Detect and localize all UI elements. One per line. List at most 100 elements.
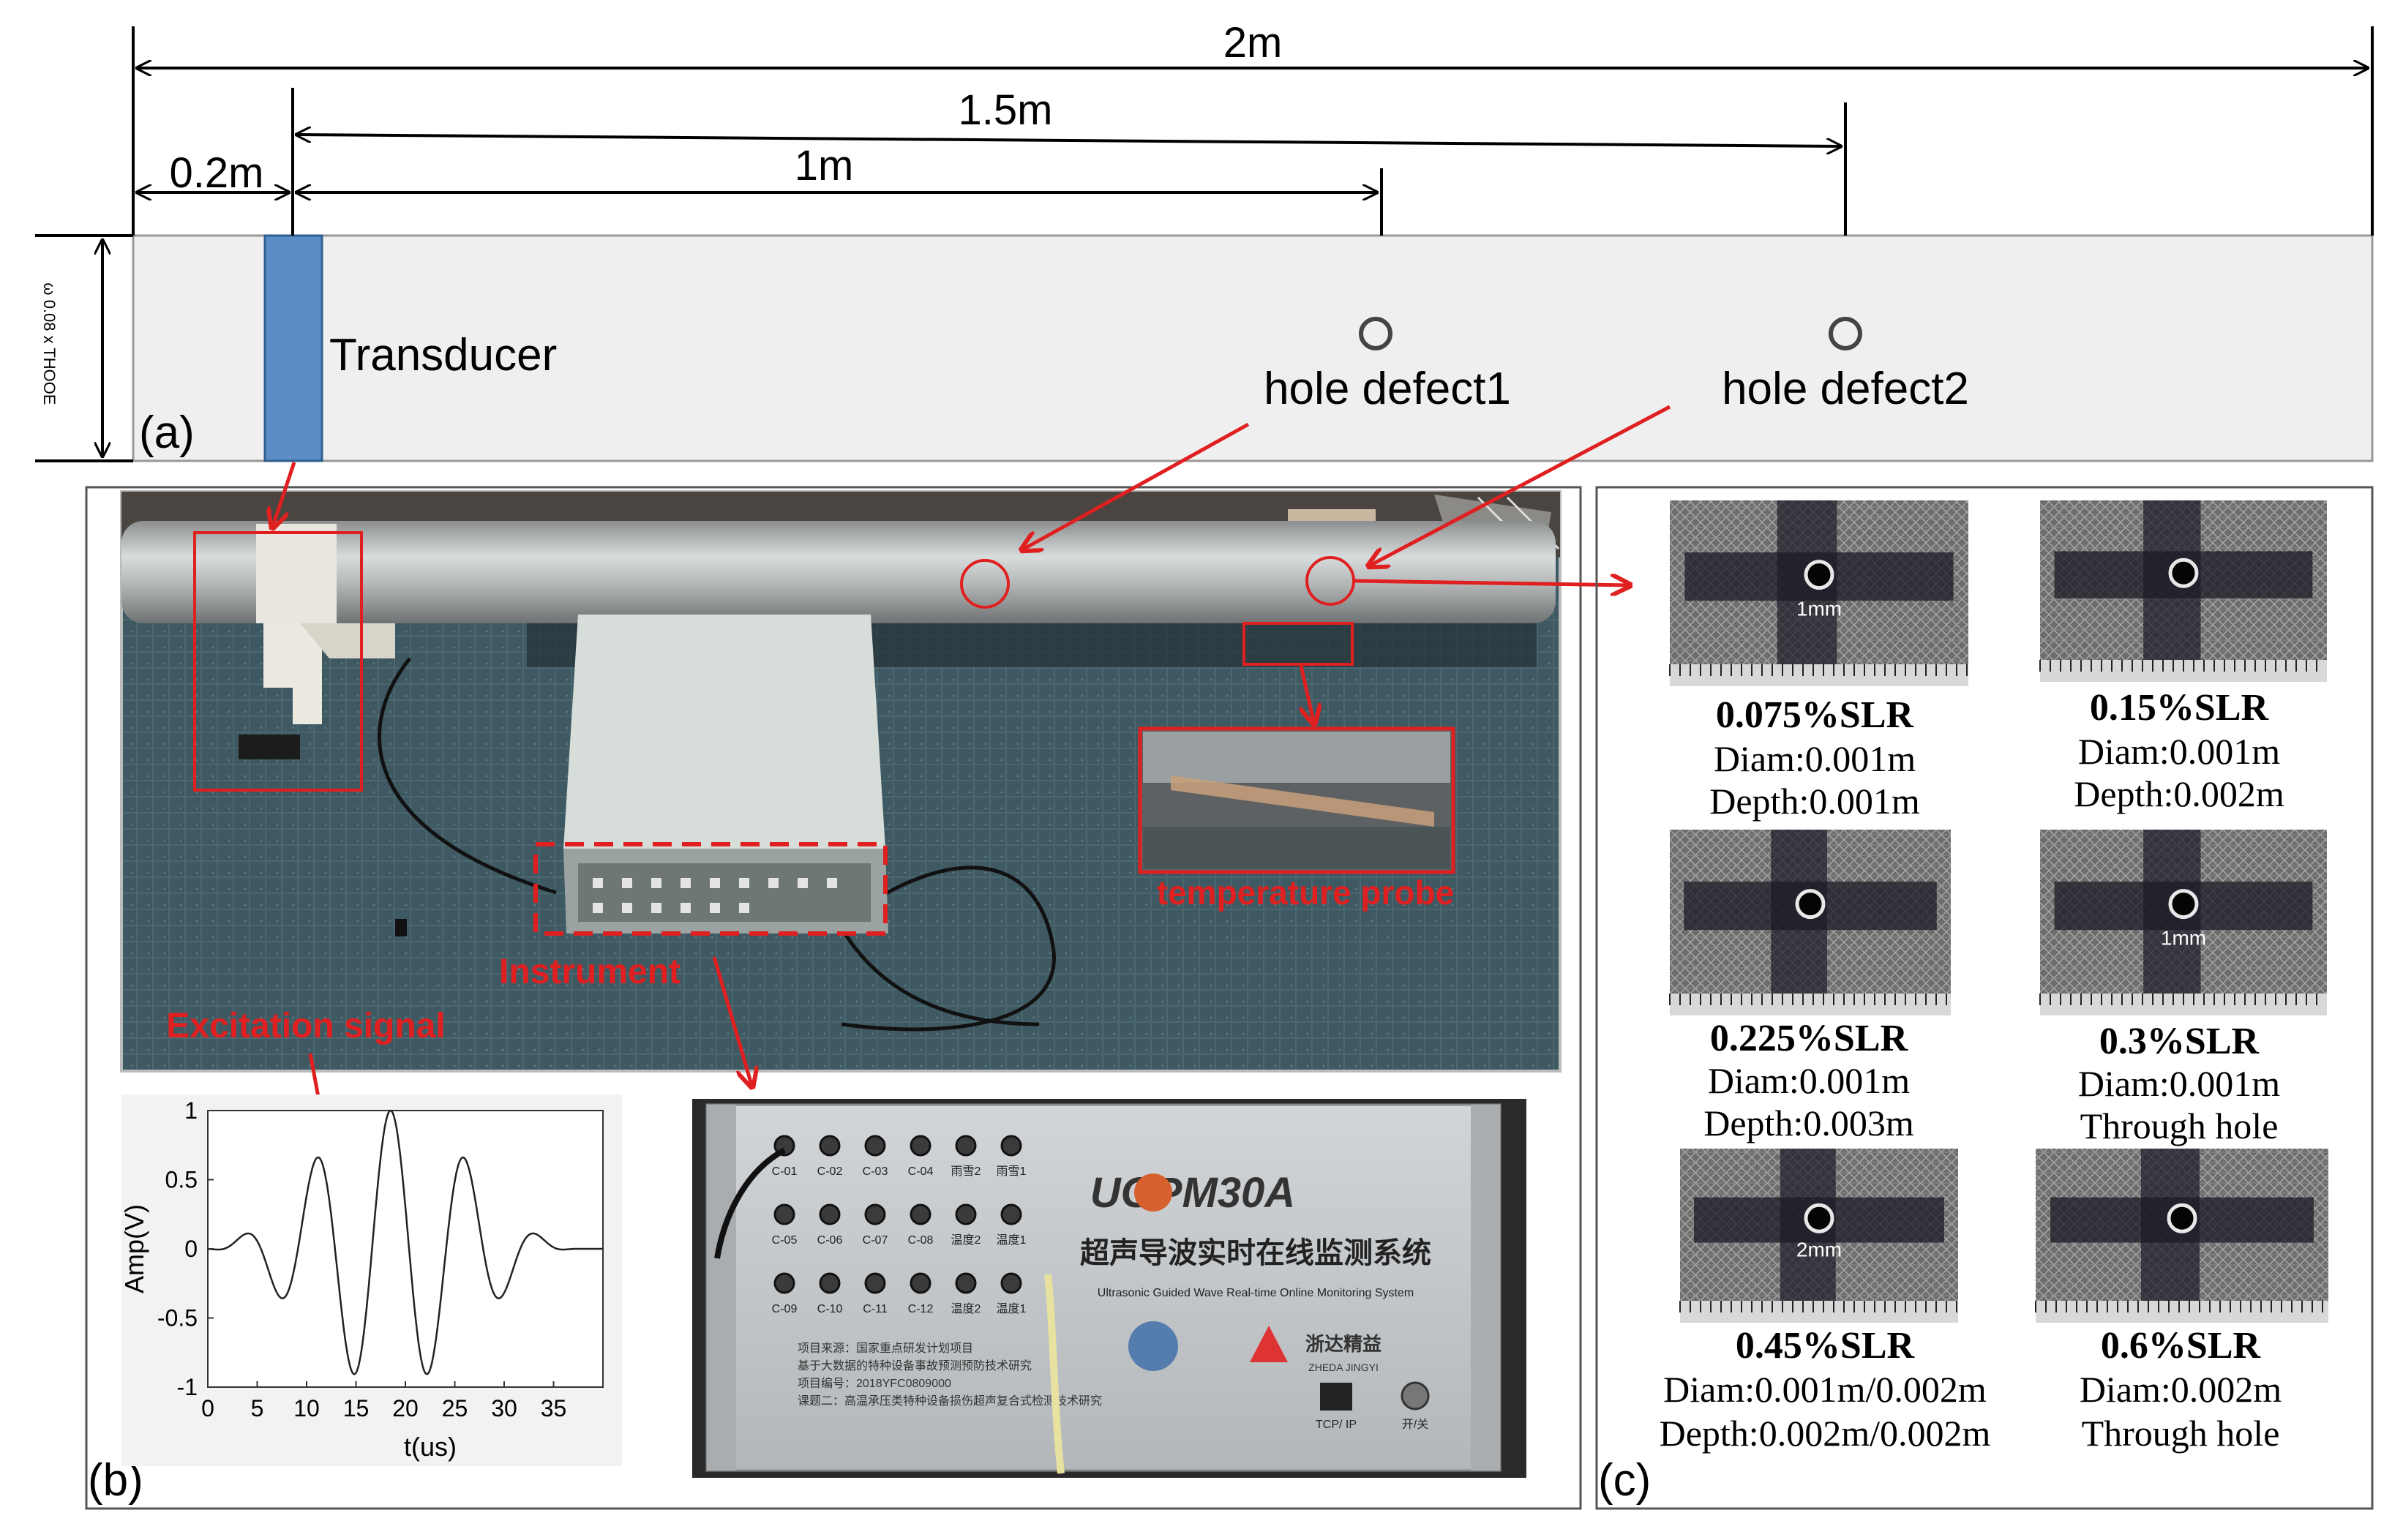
hole-defect-photo: [1804, 560, 1834, 590]
channel-connector[interactable]: [773, 1203, 795, 1225]
maker-name: 浙达精益: [1305, 1333, 1382, 1355]
channel-label: 温度1: [997, 1233, 1027, 1247]
x-tick-label: 15: [343, 1395, 370, 1421]
channel-connector[interactable]: [955, 1272, 977, 1294]
channel-connector[interactable]: [864, 1203, 886, 1225]
depth-label: Through hole: [2082, 1413, 2280, 1454]
temperature-probe-inset: [1138, 726, 1455, 874]
arrow-hole1: [1021, 422, 1250, 550]
channel-label: 雨雪2: [951, 1165, 981, 1178]
device-title-en: Ultrasonic Guided Wave Real-time Online …: [1098, 1287, 1414, 1299]
channel-connector[interactable]: [773, 1272, 795, 1294]
hole-defect2-marker: [1829, 317, 1862, 350]
brand-logo: [1134, 1173, 1172, 1212]
channel-connector[interactable]: [955, 1135, 977, 1157]
channel-connector[interactable]: [910, 1272, 931, 1294]
dim-1-5m-label: 1.5m: [959, 86, 1053, 134]
channel-connector[interactable]: [910, 1203, 931, 1225]
ethernet-port-label: TCP/ IP: [1316, 1419, 1357, 1431]
device-brand: UGPM30A: [1090, 1169, 1295, 1217]
device-info-3: 项目编号：2018YFC0809000: [798, 1377, 951, 1390]
scale-label: 1mm: [2161, 926, 2206, 949]
slr-label: 0.225%SLR: [1710, 1018, 1909, 1059]
channel-label: C-03: [863, 1165, 888, 1178]
arrow-instrument: [712, 956, 752, 1087]
slr-label: 0.075%SLR: [1716, 694, 1915, 736]
channel-connector[interactable]: [864, 1135, 886, 1157]
slr-label: 0.6%SLR: [2101, 1325, 2262, 1367]
channel-connector[interactable]: [819, 1272, 841, 1294]
excitation-signal-label: Excitation signal: [166, 1007, 445, 1045]
device-info-1: 项目来源：国家重点研发计划项目: [798, 1342, 973, 1355]
panel-a-label: (a): [139, 407, 195, 458]
channel-label: C-05: [772, 1234, 798, 1247]
x-axis-label: t(us): [404, 1432, 457, 1462]
slr-label: 0.45%SLR: [1736, 1325, 1916, 1367]
ruler-strip: [1680, 1301, 1958, 1323]
instrument-highlight-box: [533, 842, 888, 936]
arrow-transducer: [272, 462, 296, 528]
diameter-label: Diam:0.001m/0.002m: [1663, 1369, 1987, 1410]
power-switch-label: 开/关: [1402, 1418, 1428, 1431]
channel-label: 雨雪1: [997, 1165, 1027, 1178]
y-tick-label: 0: [184, 1236, 198, 1262]
height-label-text: ω 0.08 x THOOE: [40, 282, 59, 405]
depth-label: Depth:0.001m: [1709, 781, 1920, 822]
ruler-strip: [2036, 1301, 2328, 1323]
channel-label: C-06: [817, 1234, 843, 1247]
x-tick-label: 20: [392, 1395, 419, 1421]
x-tick-label: 0: [201, 1395, 214, 1421]
channel-connector[interactable]: [1000, 1135, 1022, 1157]
arrow-probe: [1301, 665, 1314, 724]
channel-connector[interactable]: [910, 1135, 931, 1157]
scale-label: 2mm: [1796, 1239, 1842, 1261]
ruler-strip: [1670, 994, 1951, 1015]
hole-defect1-marker: [1359, 317, 1392, 350]
slr-label: 0.3%SLR: [2099, 1021, 2260, 1062]
channel-label: C-01: [772, 1165, 798, 1178]
pipe-photo: [121, 521, 1556, 623]
channel-label: C-10: [817, 1303, 843, 1315]
channel-connector[interactable]: [955, 1203, 977, 1225]
hole2-highlight-circle: [1305, 556, 1355, 606]
x-tick-label: 35: [541, 1395, 567, 1421]
transducer-block: [263, 234, 323, 462]
diameter-label: Diam:0.001m: [2078, 731, 2280, 772]
channel-label: C-09: [772, 1303, 798, 1315]
channel-connector[interactable]: [1000, 1203, 1022, 1225]
pipe-schematic: [132, 234, 2374, 462]
channel-label: 温度2: [951, 1302, 981, 1315]
temperature-probe-label: temperature probe: [1157, 874, 1454, 912]
diameter-label: Diam:0.001m: [2078, 1063, 2280, 1104]
channel-connector[interactable]: [864, 1272, 886, 1294]
x-tick-label: 30: [491, 1395, 517, 1421]
panel-c-frame: [1595, 486, 2374, 1510]
hole-defect-photo: [2168, 557, 2199, 588]
channel-label: C-02: [817, 1165, 843, 1178]
hole1-highlight-circle: [960, 559, 1010, 609]
arrow-to-samples: [1354, 581, 1630, 585]
depth-label: Through hole: [2080, 1105, 2279, 1146]
y-axis-ticks: 10.50-0.5-1: [157, 1097, 214, 1400]
y-tick-label: -1: [177, 1374, 198, 1400]
channel-connector[interactable]: [819, 1203, 841, 1225]
x-tick-label: 25: [442, 1395, 468, 1421]
university-logo: [1128, 1321, 1178, 1371]
channel-label: C-11: [863, 1303, 888, 1315]
channel-label: 温度2: [951, 1233, 981, 1247]
channel-connector[interactable]: [819, 1135, 841, 1157]
channel-connector[interactable]: [1000, 1272, 1022, 1294]
ethernet-port[interactable]: [1320, 1383, 1352, 1411]
transducer-label: Transducer: [329, 330, 557, 380]
power-switch[interactable]: [1401, 1381, 1430, 1411]
hole-defect-photo: [1795, 889, 1826, 920]
signal-series-line: [208, 1109, 603, 1375]
maker-logo: [1250, 1326, 1288, 1362]
